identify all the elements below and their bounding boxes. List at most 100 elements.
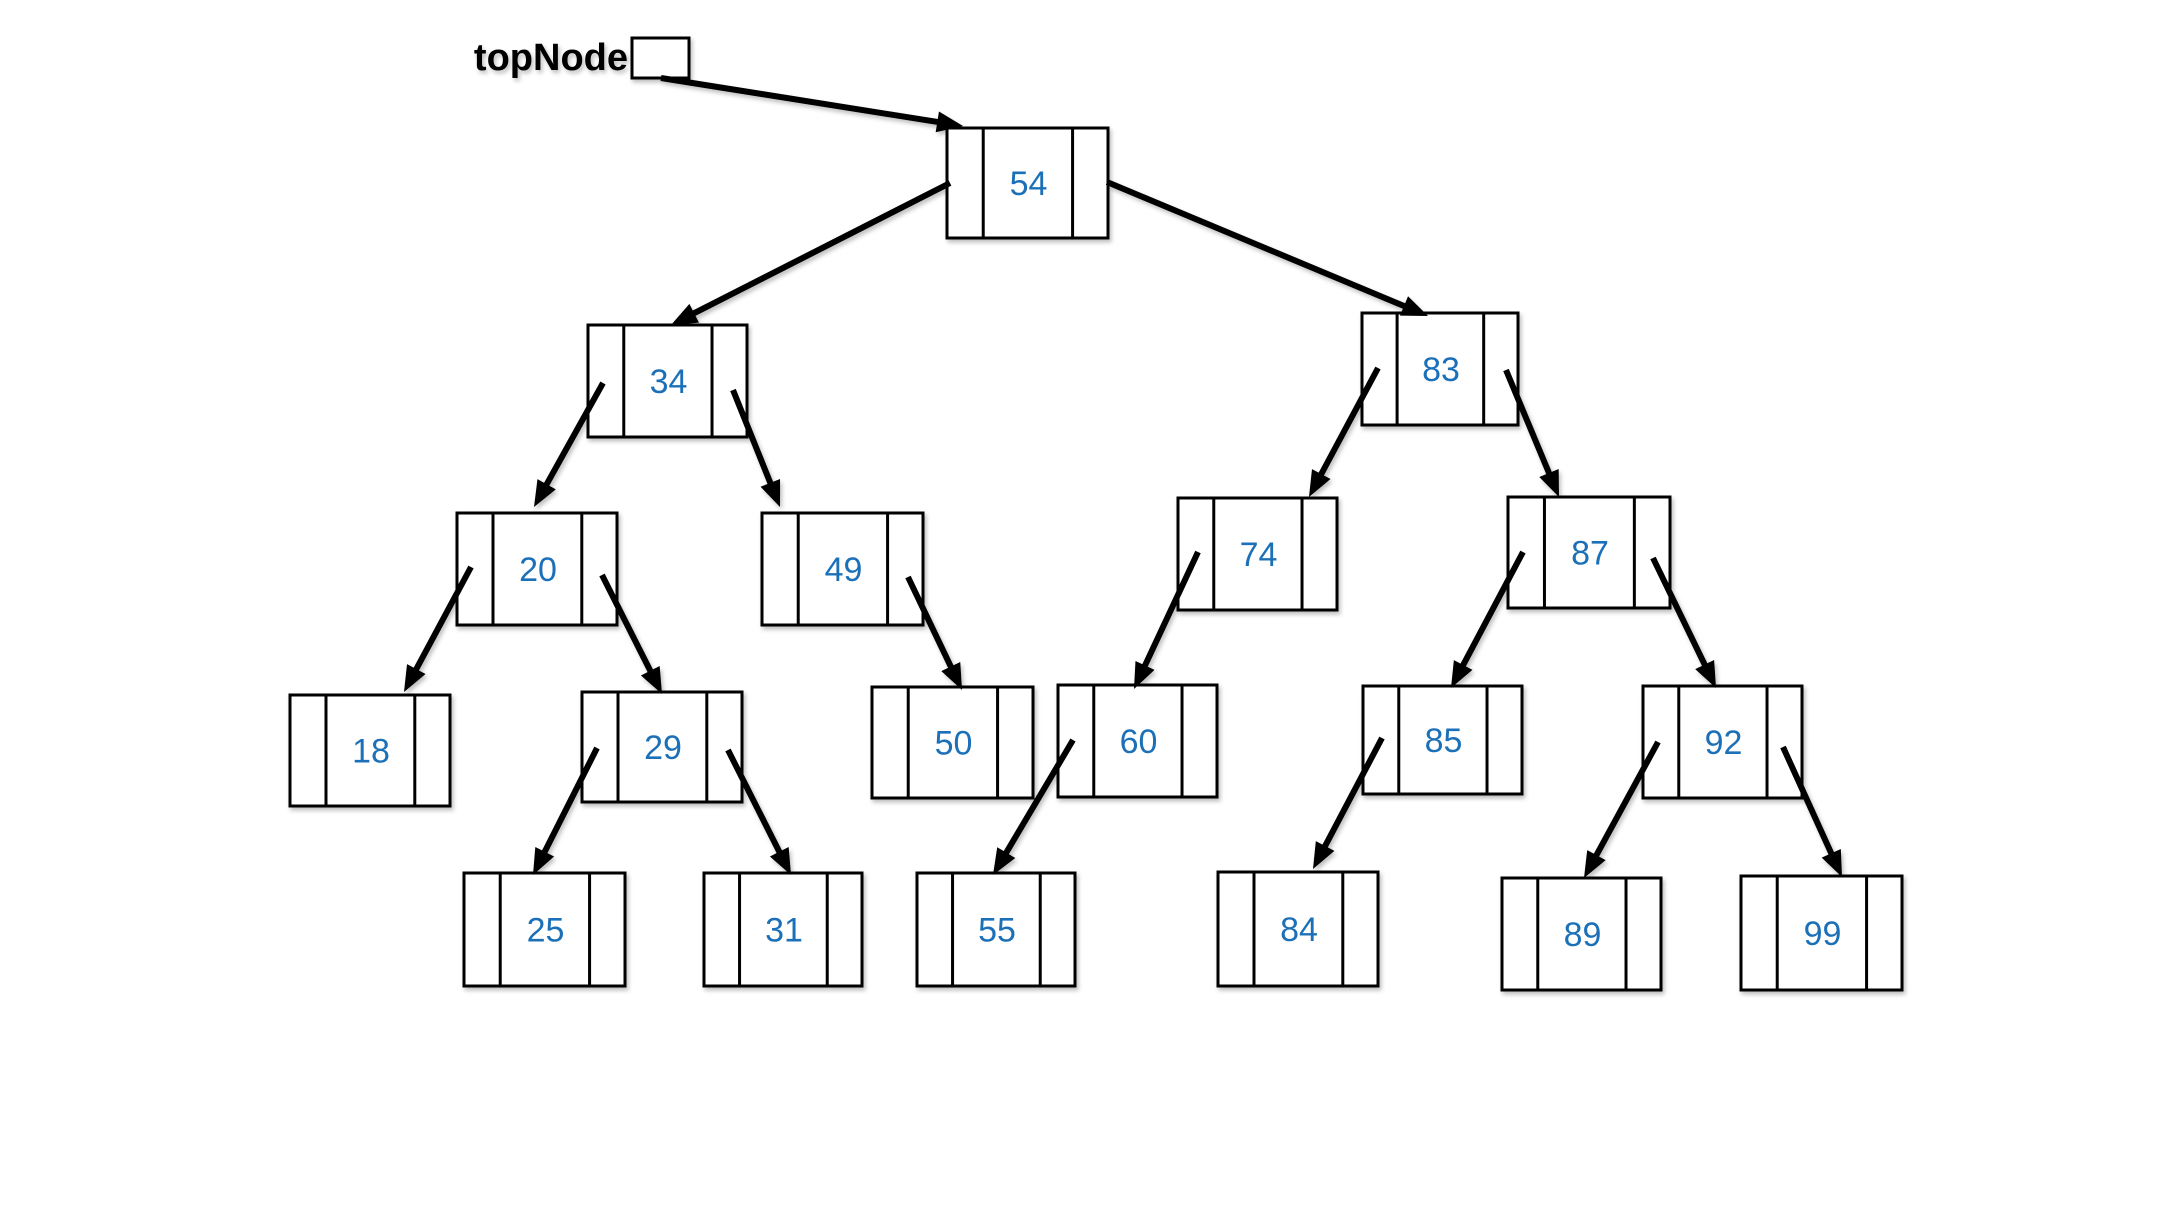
pointer-arrow-83-74 [1309, 366, 1381, 497]
pointer-arrow-85-84 [1313, 736, 1385, 869]
pointer-arrow-34-20 [534, 381, 606, 507]
pointer-arrow-20-18 [404, 565, 474, 692]
tree-node-87: 87 [1506, 495, 1672, 610]
node-value: 50 [935, 725, 973, 763]
node-value: 89 [1564, 916, 1602, 954]
tree-node-99: 99 [1739, 874, 1904, 992]
tree-node-50: 50 [870, 685, 1035, 800]
arrow-shaft [411, 565, 474, 675]
node-value: 99 [1804, 915, 1842, 953]
node-value: 20 [519, 551, 557, 589]
node-box [1176, 496, 1339, 612]
tree-node-54: 54 [945, 126, 1110, 240]
arrow-shaft [1650, 556, 1710, 671]
node-value: 29 [644, 729, 682, 767]
tree-node-34: 34 [586, 323, 749, 439]
node-value: 54 [1010, 165, 1048, 203]
arrow-shaft [660, 75, 943, 126]
pointer-arrow-49-50 [905, 575, 962, 690]
arrow-shaft [1591, 740, 1661, 861]
arrow-head [534, 479, 556, 507]
node-value: 31 [765, 912, 803, 950]
pointer-arrow-20-29 [599, 573, 662, 694]
tree-node-83: 83 [1360, 311, 1520, 427]
node-box [1360, 311, 1520, 427]
node-box [1500, 876, 1663, 992]
arrow-head [1451, 660, 1473, 688]
arrow-head [533, 847, 555, 875]
node-value: 18 [352, 733, 390, 771]
arrow-shaft [1001, 738, 1076, 859]
arrow-head [941, 662, 962, 690]
arrow-head [671, 303, 699, 325]
arrow-shaft [1503, 368, 1554, 479]
pointer-arrow-87-92 [1650, 556, 1716, 688]
node-box [586, 323, 749, 439]
tree-node-55: 55 [915, 871, 1077, 988]
tree-node-89: 89 [1500, 876, 1663, 992]
arrow-shaft [730, 388, 775, 489]
arrow-head [1399, 296, 1428, 316]
arrow-shaft [1320, 736, 1385, 852]
tree-node-60: 60 [1056, 683, 1219, 799]
node-value: 34 [650, 363, 688, 401]
pointer-arrow-87-85 [1451, 550, 1526, 688]
node-box [915, 871, 1077, 988]
node-box [1361, 684, 1524, 796]
tree-node-74: 74 [1176, 496, 1339, 612]
tree-node-31: 31 [702, 871, 864, 988]
topnode-label: topNode [474, 37, 628, 79]
arrow-head [1695, 660, 1716, 688]
tree-node-25: 25 [462, 871, 627, 988]
arrow-head [1313, 841, 1335, 869]
tree-node-49: 49 [760, 511, 925, 627]
tree-node-85: 85 [1361, 684, 1524, 796]
node-value: 83 [1422, 351, 1460, 389]
arrow-shaft [541, 381, 606, 491]
arrow-shaft [905, 575, 956, 673]
node-box [1506, 495, 1672, 610]
tree-node-29: 29 [580, 690, 744, 804]
node-box [288, 693, 452, 808]
pointer-arrow-83-87 [1503, 368, 1559, 497]
arrow-shaft [688, 180, 952, 319]
pointer-arrow-54-34 [671, 180, 952, 325]
node-box [945, 126, 1110, 240]
tree-node-18: 18 [288, 693, 452, 808]
pointer-arrow-92-99 [1780, 745, 1842, 877]
arrow-head [935, 111, 963, 133]
arrow-head [640, 666, 662, 694]
arrow-head [404, 664, 426, 692]
node-value: 85 [1425, 722, 1463, 760]
node-box [870, 685, 1035, 800]
node-value: 25 [527, 912, 565, 950]
arrow-head [993, 847, 1016, 875]
node-value: 87 [1571, 535, 1609, 573]
arrow-head [1584, 850, 1606, 878]
pointer-arrow-topNode-54 [660, 75, 963, 133]
arrow-head [760, 478, 781, 507]
topnode-pointer-box [630, 36, 691, 80]
node-box [760, 511, 925, 627]
tree-node-92: 92 [1641, 684, 1804, 800]
pointer-arrow-74-60 [1134, 550, 1201, 689]
arrow-shaft [1780, 745, 1837, 860]
pointer-arrow-92-89 [1584, 740, 1661, 878]
arrow-head [1309, 469, 1331, 497]
tree-node-84: 84 [1216, 870, 1380, 988]
node-value: 92 [1705, 724, 1743, 762]
node-box [702, 871, 864, 988]
pointer-arrow-60-55 [993, 738, 1076, 875]
arrow-shaft [539, 746, 600, 858]
arrow-shaft [1458, 550, 1526, 671]
node-box [1216, 870, 1380, 988]
node-box [1739, 874, 1904, 992]
node-box [1641, 684, 1804, 800]
tree-node-20: 20 [455, 511, 619, 627]
node-value: 55 [978, 912, 1016, 950]
node-box [462, 871, 627, 988]
pointer-arrow-29-25 [533, 746, 600, 875]
pointer-arrow-54-83 [1105, 179, 1428, 316]
